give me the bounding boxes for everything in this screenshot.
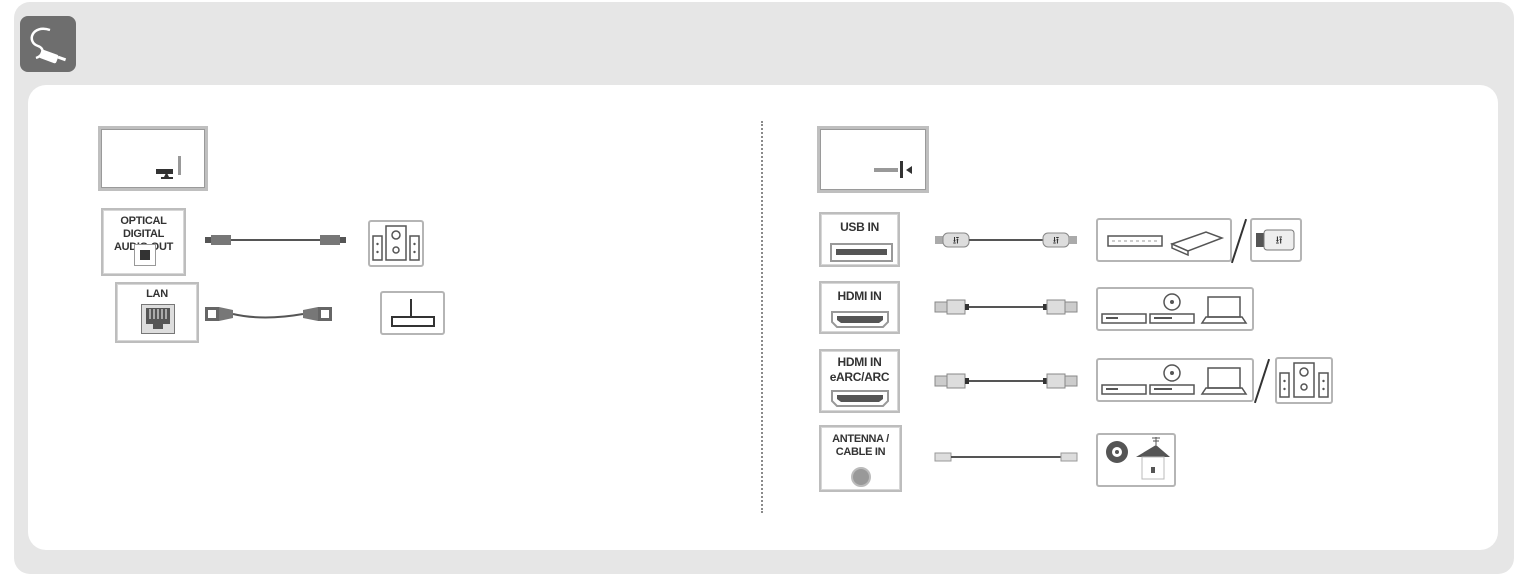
hdmi-cable bbox=[934, 299, 1078, 315]
coax-socket-icon bbox=[851, 467, 871, 487]
router-icon bbox=[380, 291, 445, 335]
port-lan: LAN bbox=[115, 282, 199, 343]
speaker-icon bbox=[1275, 357, 1333, 404]
optical-socket-icon bbox=[134, 244, 156, 266]
port-optical: OPTICAL DIGITAL AUDIO OUT bbox=[101, 208, 186, 276]
diagram-area: OPTICAL DIGITAL AUDIO OUT bbox=[28, 85, 1498, 550]
svg-text:⭿: ⭿ bbox=[1053, 236, 1059, 247]
lan-cable bbox=[205, 307, 332, 321]
hdmi-socket-icon bbox=[831, 390, 889, 407]
or-divider bbox=[1253, 358, 1271, 404]
or-divider bbox=[1230, 218, 1248, 264]
divider bbox=[761, 121, 763, 513]
port-label-line: HDMI IN bbox=[837, 289, 882, 303]
port-antenna: ANTENNA / CABLE IN bbox=[819, 425, 902, 492]
port-label-line: ANTENNA / bbox=[832, 433, 889, 445]
hdmi-socket-icon bbox=[831, 311, 889, 328]
av-devices-icon bbox=[1096, 358, 1254, 402]
tv-outline-right-icon bbox=[817, 126, 929, 193]
usb-cable: ⭿ ⭿ bbox=[935, 232, 1077, 248]
connection-panel: OPTICAL DIGITAL AUDIO OUT bbox=[14, 2, 1514, 574]
speaker-icon bbox=[368, 220, 424, 267]
antenna-cable bbox=[934, 452, 1078, 462]
port-label-line: eARC/ARC bbox=[829, 370, 890, 384]
cable-icon bbox=[20, 16, 76, 72]
optical-cable bbox=[205, 235, 346, 245]
svg-text:⭿: ⭿ bbox=[953, 236, 959, 247]
port-label-line: OPTICAL DIGITAL bbox=[120, 215, 167, 240]
tv-outline-left-icon bbox=[98, 126, 208, 191]
port-usb: USB IN bbox=[819, 212, 900, 267]
port-label-line: USB IN bbox=[840, 220, 879, 234]
hdmi-earc-cable bbox=[934, 373, 1078, 389]
usb-socket-icon bbox=[830, 243, 893, 262]
port-hdmi-earc: HDMI IN eARC/ARC bbox=[819, 349, 900, 413]
svg-text:⭿: ⭿ bbox=[1275, 235, 1282, 247]
port-hdmi: HDMI IN bbox=[819, 281, 900, 334]
port-label-line: LAN bbox=[146, 288, 168, 300]
port-label-line: HDMI IN bbox=[837, 355, 882, 369]
lan-socket-icon bbox=[141, 304, 175, 334]
port-label-line: CABLE IN bbox=[835, 446, 886, 458]
antenna-icon bbox=[1096, 433, 1176, 487]
usb-stick-icon: ⭿ bbox=[1250, 218, 1302, 262]
storage-devices-icon bbox=[1096, 218, 1232, 262]
av-devices-icon bbox=[1096, 287, 1254, 331]
